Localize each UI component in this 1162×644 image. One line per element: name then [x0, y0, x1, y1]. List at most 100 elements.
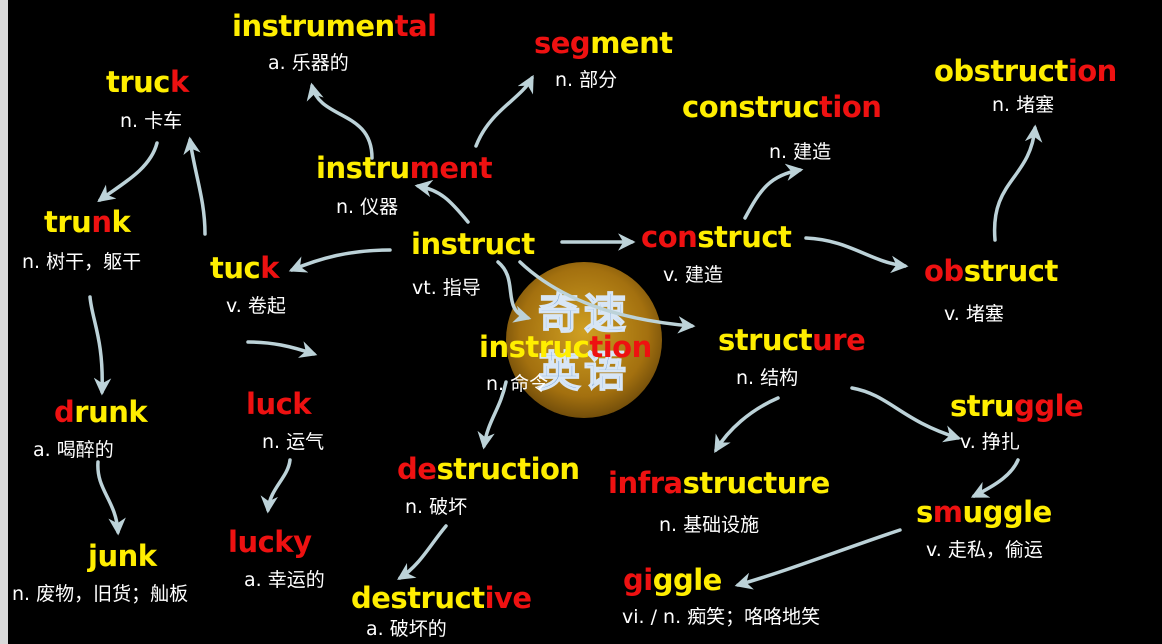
word-part: structure	[682, 466, 831, 500]
gloss-luck: n. 运气	[262, 431, 325, 453]
word-part: ive	[484, 581, 533, 615]
gloss-instruct: vt. 指导	[412, 277, 481, 299]
word-part: uggle	[962, 495, 1052, 529]
word-smuggle: smuggle	[916, 498, 1052, 527]
gloss-trunk: n. 树干，躯干	[22, 251, 142, 273]
word-part: truc	[106, 65, 171, 99]
arrow-tuck-to-luck	[246, 340, 318, 358]
word-part: tion	[819, 90, 882, 124]
gloss-structure: n. 结构	[736, 367, 799, 389]
word-giggle: giggle	[623, 566, 722, 595]
word-part: seg	[534, 26, 591, 60]
gloss-destruction: n. 破坏	[405, 496, 468, 518]
arrow-trunk-to-drunk	[88, 295, 112, 396]
word-struggle: struggle	[950, 389, 1084, 423]
arrow-instruction-to-destruction	[477, 380, 508, 450]
word-part: ure	[812, 323, 866, 357]
arrow-instrument-to-instrumental	[306, 82, 374, 160]
gloss-segment: n. 部分	[555, 69, 618, 91]
gloss-smuggle: v. 走私，偷运	[926, 539, 1043, 561]
word-part: de	[397, 452, 437, 486]
word-part: construc	[682, 90, 820, 124]
word-part: truction	[453, 452, 580, 486]
word-part: ob	[924, 254, 964, 288]
word-part: instruc	[479, 330, 590, 364]
arrow-instruct-to-structure	[518, 260, 696, 334]
word-part: luck	[246, 387, 312, 421]
word-lucky: lucky	[228, 525, 312, 559]
word-part: infra	[608, 466, 683, 500]
word-part: n	[91, 205, 112, 239]
word-part: ment	[409, 151, 493, 185]
gloss-struggle: v. 挣扎	[960, 431, 1020, 453]
word-part: ment	[590, 26, 673, 60]
word-tuck: tuck	[210, 254, 279, 283]
word-part: instruct	[411, 227, 535, 261]
word-destructive: destructive	[351, 584, 532, 613]
watermark-line-2: 英语	[537, 346, 630, 397]
word-part: tion	[589, 330, 652, 364]
word-part: junk	[88, 539, 157, 573]
gloss-infrastructure: n. 基础设施	[659, 514, 760, 536]
word-construct: construct	[641, 220, 792, 254]
word-part: k	[170, 65, 189, 99]
gloss-giggle: vi. / n. 痴笑；咯咯地笑	[622, 606, 821, 628]
word-structure: structure	[718, 323, 866, 357]
gloss-instrumental: a. 乐器的	[268, 52, 349, 74]
word-part: s	[436, 452, 454, 486]
arrow-structure-to-infrastructure	[714, 396, 780, 454]
word-part: ggle	[1014, 389, 1084, 423]
gloss-construction: n. 建造	[769, 141, 832, 163]
arrow-instruct-to-tuck	[288, 248, 392, 273]
word-infrastructure: infrastructure	[608, 469, 830, 498]
word-part: con	[641, 220, 698, 254]
window-edge	[0, 0, 8, 644]
arrow-construct-to-construction	[743, 163, 804, 220]
arrow-structure-to-struggle	[850, 386, 962, 443]
watermark-logo: 奇速 英语	[506, 262, 662, 418]
gloss-instruction: n. 命令	[486, 373, 549, 395]
word-part: tuc	[210, 251, 261, 285]
gloss-obstruct: v. 堵塞	[944, 303, 1004, 325]
word-instruction: instruction	[479, 333, 652, 362]
arrow-truck-to-trunk	[97, 141, 159, 203]
word-part: struct	[963, 254, 1059, 288]
arrow-smuggle-to-giggle	[734, 528, 902, 590]
word-part: k	[260, 251, 279, 285]
gloss-lucky: a. 幸运的	[244, 569, 325, 591]
word-instrumental: instrumental	[232, 12, 437, 41]
arrow-struggle-to-smuggle	[970, 458, 1020, 498]
word-part: ggle	[652, 563, 723, 597]
word-part: destruct	[351, 581, 485, 615]
word-instrument: instrument	[316, 151, 493, 185]
word-part: s	[916, 495, 933, 529]
arrow-destruction-to-destructive	[397, 524, 448, 580]
word-instruct: instruct	[411, 230, 535, 259]
word-part: ion	[1067, 54, 1118, 88]
word-part: struct	[697, 220, 792, 254]
arrow-luck-to-lucky	[260, 458, 292, 514]
word-destruction: destruction	[397, 455, 580, 484]
arrow-instruct-to-instrument	[414, 179, 470, 224]
word-part: tal	[394, 9, 437, 43]
word-part: lucky	[228, 525, 312, 559]
word-part: gi	[623, 563, 653, 597]
word-trunk: trunk	[44, 205, 131, 239]
word-part: k	[111, 205, 131, 239]
word-drunk: drunk	[54, 395, 148, 429]
arrow-instruct-to-instruction	[496, 260, 532, 323]
arrow-construct-to-obstruct	[804, 236, 909, 274]
word-truck: truck	[106, 68, 189, 97]
word-obstruct: obstruct	[924, 257, 1058, 286]
arrow-instruct-to-segment	[474, 74, 534, 148]
gloss-obstruction: n. 堵塞	[992, 94, 1055, 116]
word-part: d	[54, 395, 75, 429]
gloss-drunk: a. 喝醉的	[33, 439, 114, 461]
gloss-instrument: n. 仪器	[336, 196, 399, 218]
word-part: instru	[316, 151, 410, 185]
word-construction: construction	[682, 90, 882, 124]
word-junk: junk	[88, 542, 157, 571]
word-part: tru	[44, 205, 92, 239]
